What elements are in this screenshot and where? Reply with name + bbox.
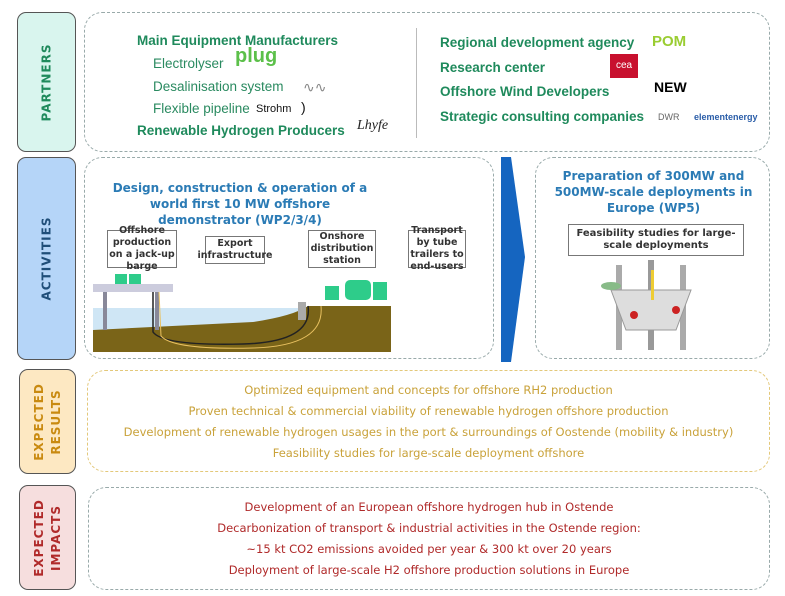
activities-label-text: ACTIVITIES [39,216,53,301]
scale-up-panel: Preparation of 300MW and 500MW-scale dep… [535,157,770,359]
result-item: Development of renewable hydrogen usages… [123,424,734,439]
feasibility-studies-box: Feasibility studies for large-scale depl… [568,224,744,256]
strohm-logo: Strohm [256,103,292,115]
partners-label: PARTNERS [17,12,76,152]
impact-item: Deployment of large-scale H2 offshore pr… [228,563,630,577]
partners-label-text: PARTNERS [39,43,53,121]
expected-impacts-panel: Development of an European offshore hydr… [88,487,770,590]
element-energy-logo: elementenergy [694,112,758,122]
progression-arrow-icon [501,157,525,362]
step-offshore-production: Offshore production on a jack-up barge [107,225,177,272]
cea-logo: cea [610,54,638,78]
flexible-pipeline-text: Flexible pipeline [153,101,250,116]
impact-item: ~15 kt CO2 emissions avoided per year & … [246,542,612,556]
desalination-logo-icon: ∿∿ [303,79,327,95]
expected-results-panel: Optimized equipment and concepts for off… [87,370,770,472]
desalinisation-text: Desalinisation system [153,79,284,94]
strohm-mark-icon: ) [301,99,306,115]
consulting-text: Strategic consulting companies [440,109,645,124]
result-item: Proven technical & commercial viability … [188,403,669,418]
demonstrator-panel: Design, construction & operation of a wo… [84,157,494,359]
research-center-text: Research center [440,60,546,75]
result-item: Feasibility studies for large-scale depl… [272,445,585,460]
impact-item: Decarbonization of transport & industria… [217,521,641,535]
result-item: Optimized equipment and concepts for off… [244,382,613,397]
pom-logo: POM [652,33,687,50]
dwr-logo: DWR [658,112,680,122]
electrolyser-text: Electrolyser [153,56,224,71]
impact-item: Development of an European offshore hydr… [244,500,614,514]
regional-agency-text: Regional development agency [440,35,635,50]
demonstrator-title: Design, construction & operation of a wo… [112,181,368,227]
step-export-infrastructure: Export infrastructure [198,236,273,264]
main-equipment-heading: Main Equipment Manufacturers [137,33,339,48]
step-onshore-station: Onshore distribution station [308,230,376,268]
plug-logo: plug [235,45,278,67]
activities-label: ACTIVITIES [17,157,76,360]
partners-panel: Main Equipment Manufacturers Electrolyse… [84,12,770,152]
scale-up-title: Preparation of 300MW and 500MW-scale dep… [554,169,753,215]
offshore-scene-illustration [93,274,391,352]
renewable-producers-heading: Renewable Hydrogen Producers [137,123,345,138]
offshore-platform-illustration [601,260,692,350]
lhyfe-logo: Lhyfe [357,118,389,133]
new-logo: NEW [654,79,687,95]
divider [416,28,417,138]
offshore-wind-text: Offshore Wind Developers [440,84,610,99]
step-transport-trailers: Transport by tube trailers to end-users [408,225,466,272]
